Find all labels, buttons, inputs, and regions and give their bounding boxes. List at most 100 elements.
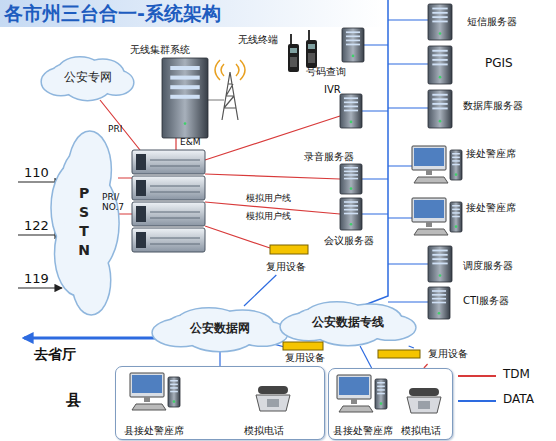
power-led — [184, 122, 187, 125]
node-label: 数据库服务器 — [463, 100, 523, 112]
power-led — [439, 32, 442, 35]
phone-handset — [258, 386, 288, 394]
node-label: 短信服务器 — [467, 16, 517, 28]
drive-bay — [432, 21, 447, 23]
power-led — [455, 173, 458, 176]
server-node: PGIS — [425, 44, 540, 86]
server-node: 短信服务器 — [425, 2, 540, 42]
node-label: 模拟电话 — [244, 425, 284, 437]
drive-bay — [432, 298, 446, 300]
node-label: 复用设备 — [428, 348, 468, 360]
keyboard — [414, 177, 448, 183]
phone-body — [256, 395, 290, 411]
drive-bay — [432, 263, 447, 265]
server-node: CTI服务器 — [425, 285, 550, 321]
county-box: 县接处警座席 模拟电话 — [115, 366, 325, 440]
drive-bay — [346, 40, 360, 42]
drive-bay — [344, 167, 358, 169]
drive-bay — [377, 386, 385, 388]
cloud-outline — [184, 316, 257, 351]
monitor-screen — [414, 200, 444, 218]
power-led — [350, 121, 353, 124]
monitor-frame — [337, 375, 371, 399]
annotation-label: 110 — [24, 166, 49, 181]
server-case — [450, 150, 462, 180]
legend-label: DATA — [503, 393, 534, 407]
drive-bay — [170, 85, 199, 89]
phone-keypad — [267, 399, 279, 407]
power-led — [455, 225, 458, 228]
annotation-label: PRI — [108, 124, 122, 134]
drive-bay — [170, 380, 178, 382]
power-led — [350, 223, 353, 226]
node-label: CTI服务器 — [463, 295, 509, 307]
node-label: PSTN — [76, 185, 92, 261]
keyboard — [414, 229, 448, 235]
agent-seat: 接处警座席 — [410, 142, 540, 190]
cloud-shape — [42, 57, 133, 100]
network-cloud: PSTN — [48, 128, 120, 318]
monitor-frame — [412, 198, 446, 222]
cloud-shape — [281, 302, 415, 345]
drive-bay — [170, 95, 199, 99]
tower-lattice — [222, 72, 238, 120]
drive-bay — [344, 174, 358, 176]
server-icon — [340, 198, 362, 230]
mux-bar — [270, 245, 308, 254]
server-case — [168, 377, 180, 407]
server-case — [162, 58, 208, 138]
node-label: 无线终端 — [238, 34, 278, 46]
annotation-label: PRI/ NO.7 — [102, 192, 132, 213]
drive-bay — [432, 254, 447, 256]
server-case — [340, 94, 362, 128]
handset-icon — [288, 34, 299, 72]
switch-stack — [132, 150, 205, 252]
drive-bay — [170, 387, 178, 389]
node-label: 公安数据网 — [190, 322, 250, 336]
drive-bay — [432, 290, 446, 292]
monitor-stand — [426, 222, 432, 227]
drive-bay — [346, 44, 360, 46]
server-icon — [168, 377, 180, 407]
monitor-screen — [339, 377, 369, 395]
drive-bay — [452, 164, 460, 166]
connector — [244, 275, 276, 306]
title-bar — [0, 0, 385, 27]
drive-bay — [344, 213, 358, 215]
server-case — [428, 4, 452, 40]
drive-bay — [170, 391, 178, 393]
power-led — [439, 274, 442, 277]
switch-stripe — [150, 160, 200, 244]
legend-line — [458, 400, 496, 402]
annotation-label: 县 — [66, 392, 81, 409]
drive-bay — [432, 54, 447, 56]
power-led — [380, 402, 383, 405]
workstation-icon — [412, 198, 462, 235]
drive-bay — [432, 94, 447, 96]
drive-bay — [432, 107, 447, 109]
drive-bay — [432, 59, 447, 61]
monitor-frame — [130, 373, 164, 397]
radio-link — [208, 100, 224, 101]
monitor-stand — [351, 399, 357, 404]
county-box: 县接处警座席模拟电话 — [328, 368, 453, 440]
legend-label: TDM — [503, 368, 530, 382]
drive-bay — [377, 393, 385, 395]
node-label: 县接处警座席 — [124, 425, 184, 437]
drive-bay — [432, 103, 447, 105]
mux-bar — [378, 350, 420, 358]
drive-bay — [432, 63, 447, 65]
server-case — [428, 46, 452, 84]
server-node: 数据库服务器 — [425, 88, 550, 130]
tdm-wire — [100, 100, 340, 248]
drive-bay — [344, 110, 358, 112]
workstation-icon — [130, 373, 180, 410]
power-led — [439, 76, 442, 79]
node-label: 会议服务器 — [324, 235, 374, 247]
drive-bay — [432, 302, 446, 304]
server-case — [340, 198, 362, 230]
node-label: 号码查询 — [306, 66, 346, 78]
node-label: 录音服务器 — [304, 151, 354, 163]
network-cloud: 公安数据网 — [150, 306, 290, 352]
server-case — [375, 379, 387, 409]
